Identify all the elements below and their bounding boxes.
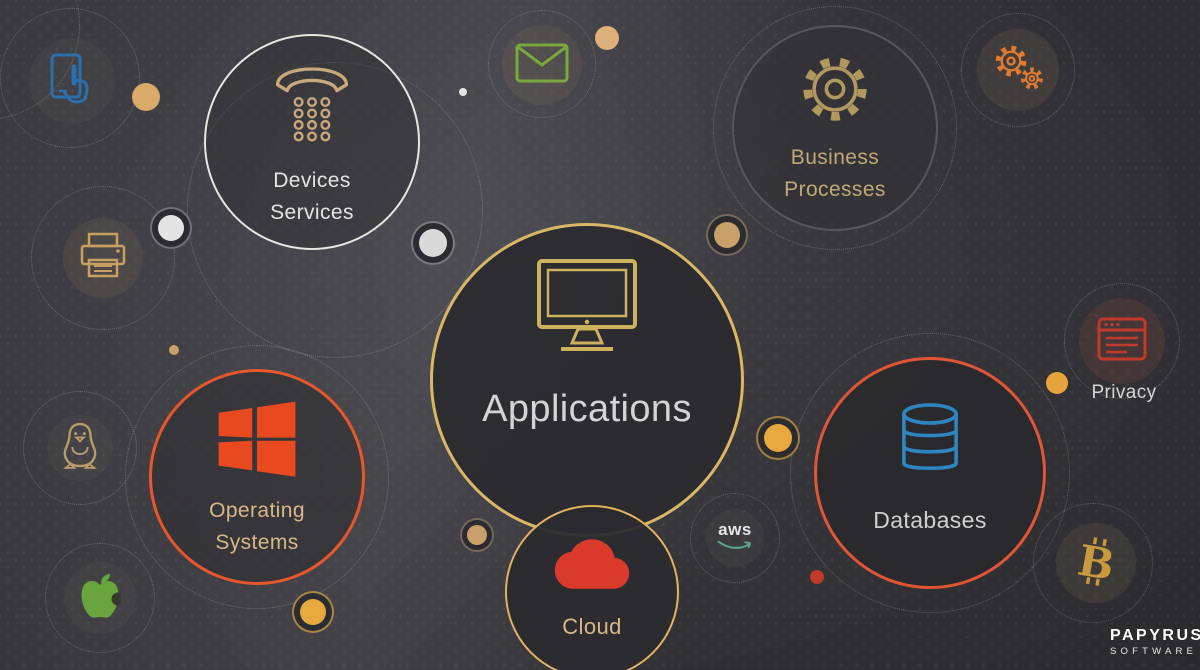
ringed-dot [460,518,494,552]
double-gears-icon [989,41,1047,100]
dotted-orbit [790,333,1070,613]
node-label: Operating Systems [209,495,305,558]
node-label-line: Operating [209,499,305,522]
tablet-touch-icon [49,53,95,110]
node-label: Devices Services [270,165,354,228]
printer-icon [77,230,129,287]
node-label-line: Processes [784,177,886,201]
apple-logo-icon [79,572,125,625]
dotted-orbit [1064,283,1180,399]
privacy-label: Privacy [1091,382,1157,403]
accent-dot [810,570,824,584]
node-business-processes: Business Processes [732,25,938,231]
bitcoin-icon: B [1066,528,1126,599]
accent-dot [169,345,179,355]
node-label-line: Business [790,146,880,169]
brand-suffix: SOFTWARE [1110,646,1198,658]
dotted-orbit [31,186,175,330]
mail-badge [502,25,582,105]
gear-icon [799,53,871,130]
aws-badge: aws [706,509,764,567]
linux-penguin-icon [59,421,101,476]
privacy-badge [1079,298,1165,384]
dotted-orbit [713,6,957,250]
node-operating-systems: Operating Systems [149,369,365,585]
node-label-line: Systems [215,530,299,554]
node-label: Databases [873,507,987,533]
gears-badge [977,29,1059,111]
desk-phone-icon [269,58,355,151]
accent-dot [132,83,160,111]
browser-window-icon [1097,317,1147,366]
node-devices-services: Devices Services [204,34,420,250]
node-label-line: Services [270,200,354,224]
accent-dot [459,88,467,96]
aws-label: aws [718,519,752,539]
monitor-icon [531,256,643,359]
node-cloud: Cloud [505,505,679,670]
papyrus-logo: PAPYRUS SOFTWARE [1110,626,1200,657]
printer-badge [63,218,143,298]
node-label: Cloud [562,614,622,639]
node-label-line: Devices [273,169,351,192]
node-label: Applications [482,388,692,430]
ringed-dot [292,591,334,633]
dotted-orbit [125,345,389,609]
database-icon [894,400,966,487]
node-applications: Applications [430,223,744,537]
dotted-orbit [45,543,155,653]
brand-name: PAPYRUS [1110,627,1200,644]
accent-dot [595,26,619,50]
ringed-dot [150,207,192,249]
node-label: Business Processes [784,142,886,205]
mail-envelope-icon [515,43,569,88]
node-databases: Databases [814,357,1046,589]
dotted-orbit [690,493,780,583]
dotted-orbit [488,10,596,118]
dotted-orbit [961,13,1075,127]
aws-smile-icon [716,538,754,556]
ringed-dot [706,214,748,256]
accent-dot [1046,372,1068,394]
apple-badge [64,562,136,634]
ringed-dot [756,416,800,460]
windows-icon [216,400,298,485]
linux-badge [47,415,113,481]
tablet-badge [29,38,115,124]
ringed-dot [411,221,455,265]
bitcoin-badge: B [1056,523,1136,603]
cloud-icon [553,533,631,600]
